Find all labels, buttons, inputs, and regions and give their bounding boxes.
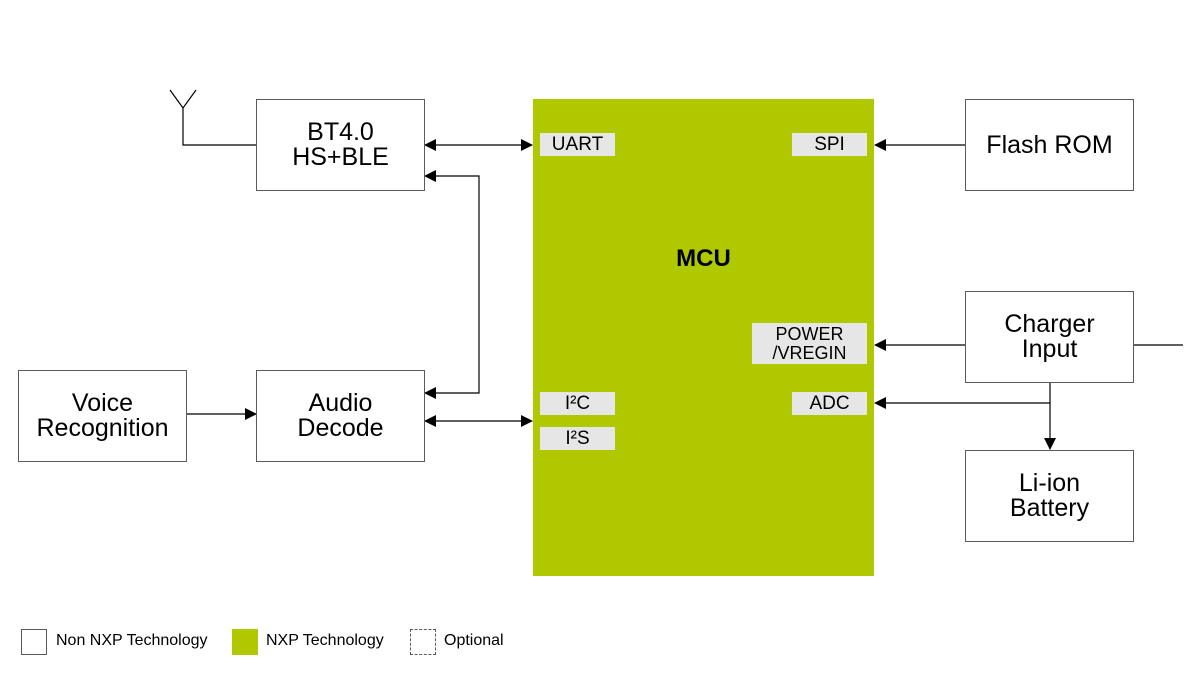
audio-label-line2: Decode xyxy=(297,414,384,442)
battery-block: Li-ion Battery xyxy=(965,450,1134,542)
battery-label-line1: Li-ion xyxy=(1018,469,1081,497)
voice-label-line1: Voice xyxy=(71,389,134,417)
port-i2s-label: I²S xyxy=(565,428,590,449)
legend-nxp-label: NXP Technology xyxy=(266,632,384,649)
port-spi: SPI xyxy=(792,133,867,156)
port-uart: UART xyxy=(540,133,615,156)
bt-label-line2: HS+BLE xyxy=(292,143,389,171)
legend-nxp-swatch xyxy=(232,629,258,655)
flash-rom-block: Flash ROM xyxy=(965,99,1134,191)
antenna-icon xyxy=(169,89,257,146)
port-uart-label: UART xyxy=(551,134,604,155)
charger-label-line1: Charger xyxy=(1004,310,1095,338)
port-power-line1: POWER xyxy=(775,323,844,344)
voice-label-line2: Recognition xyxy=(36,414,169,442)
mcu-title: MCU xyxy=(676,245,731,272)
port-i2c: I²C xyxy=(540,392,615,415)
port-i2s: I²S xyxy=(540,427,615,450)
port-power: POWER /VREGIN xyxy=(752,323,867,364)
voice-recognition-block: Voice Recognition xyxy=(18,370,187,462)
legend-non-nxp-swatch xyxy=(21,629,47,655)
legend-optional-swatch xyxy=(410,629,436,655)
port-power-line2: /VREGIN xyxy=(772,342,847,363)
charger-input-block: Charger Input xyxy=(965,291,1134,383)
port-adc: ADC xyxy=(792,392,867,415)
battery-label-line2: Battery xyxy=(1009,494,1090,522)
port-adc-label: ADC xyxy=(809,393,850,414)
flash-label: Flash ROM xyxy=(986,130,1113,159)
wire-bt-audio xyxy=(424,170,480,399)
port-i2c-label: I²C xyxy=(564,393,591,414)
bt-label-line1: BT4.0 xyxy=(307,118,374,146)
port-spi-label: SPI xyxy=(814,134,845,155)
audio-decode-block: Audio Decode xyxy=(256,370,425,462)
legend-non-nxp-label: Non NXP Technology xyxy=(56,632,208,649)
audio-label-line1: Audio xyxy=(308,389,373,417)
legend-optional-label: Optional xyxy=(444,632,504,649)
bt-block: BT4.0 HS+BLE xyxy=(256,99,425,191)
charger-label-line2: Input xyxy=(1021,335,1078,363)
